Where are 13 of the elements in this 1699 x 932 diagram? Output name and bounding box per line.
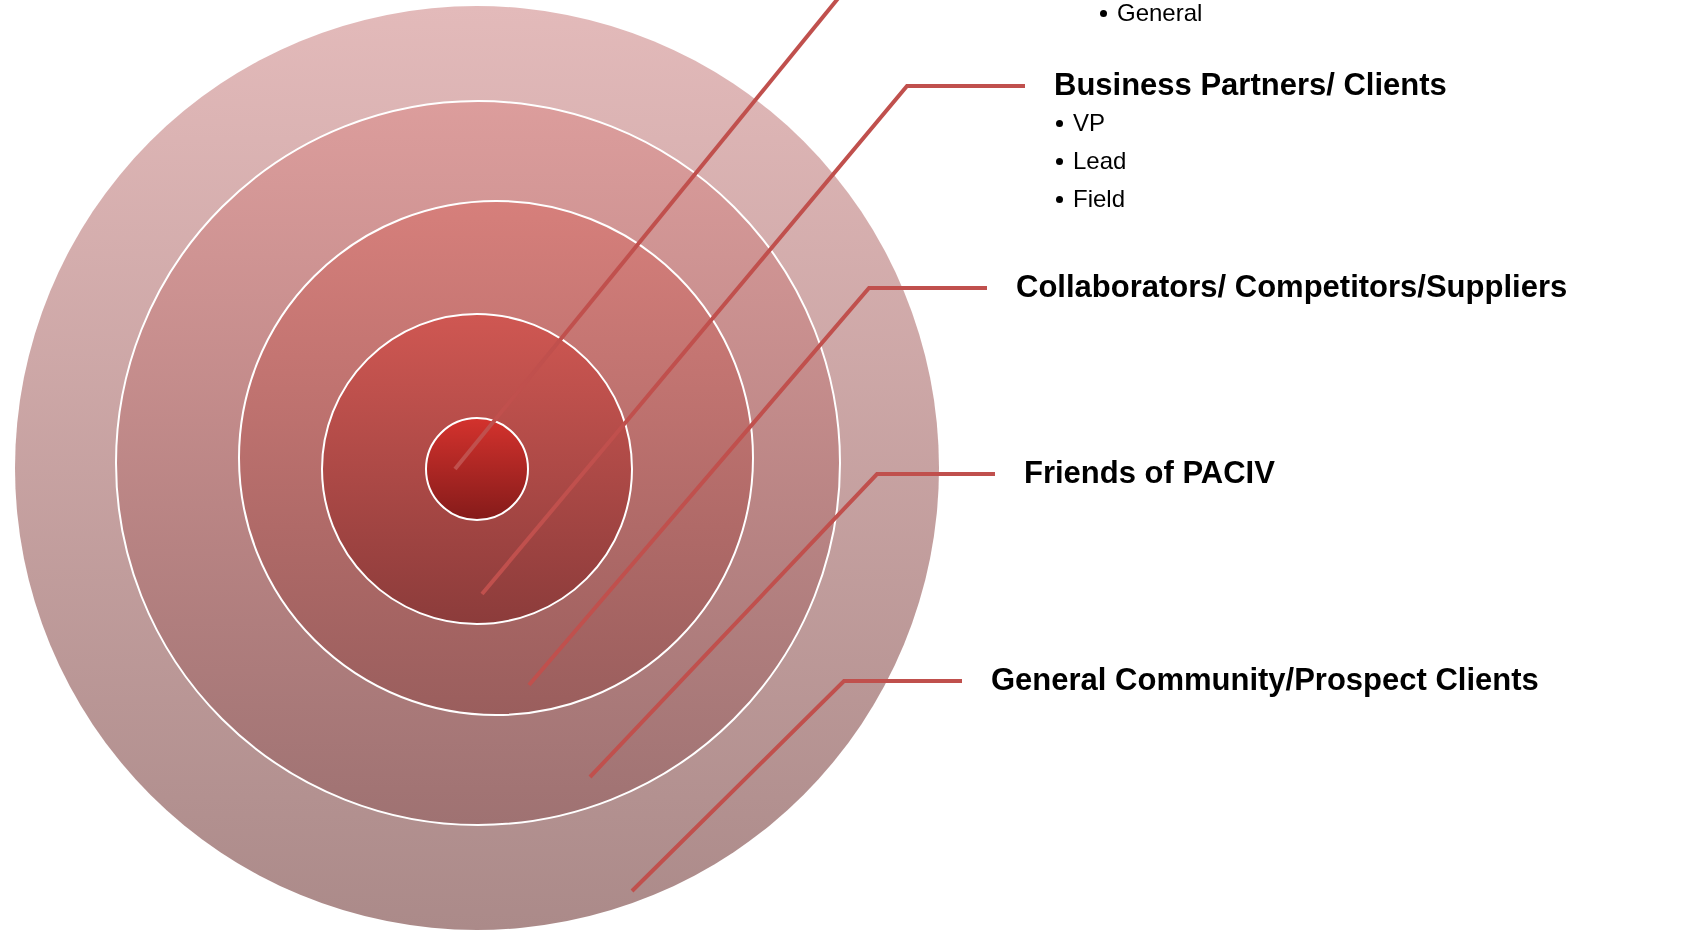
bullet-item: General <box>1117 0 1203 28</box>
heading: Business Partners/ Clients <box>1054 66 1447 104</box>
leader-line <box>480 84 1025 596</box>
heading: General Community/Prospect Clients <box>991 661 1539 699</box>
leader-line <box>588 472 995 779</box>
heading: Friends of PACIV <box>1024 454 1275 492</box>
leader-line <box>453 0 842 471</box>
bullet-item: Lead <box>1073 146 1127 176</box>
leader-line <box>527 286 987 687</box>
heading: Collaborators/ Competitors/Suppliers <box>1016 268 1568 306</box>
bullet-item: VP <box>1073 108 1105 138</box>
leader-line <box>630 679 962 893</box>
bullet-item: Field <box>1073 184 1126 214</box>
